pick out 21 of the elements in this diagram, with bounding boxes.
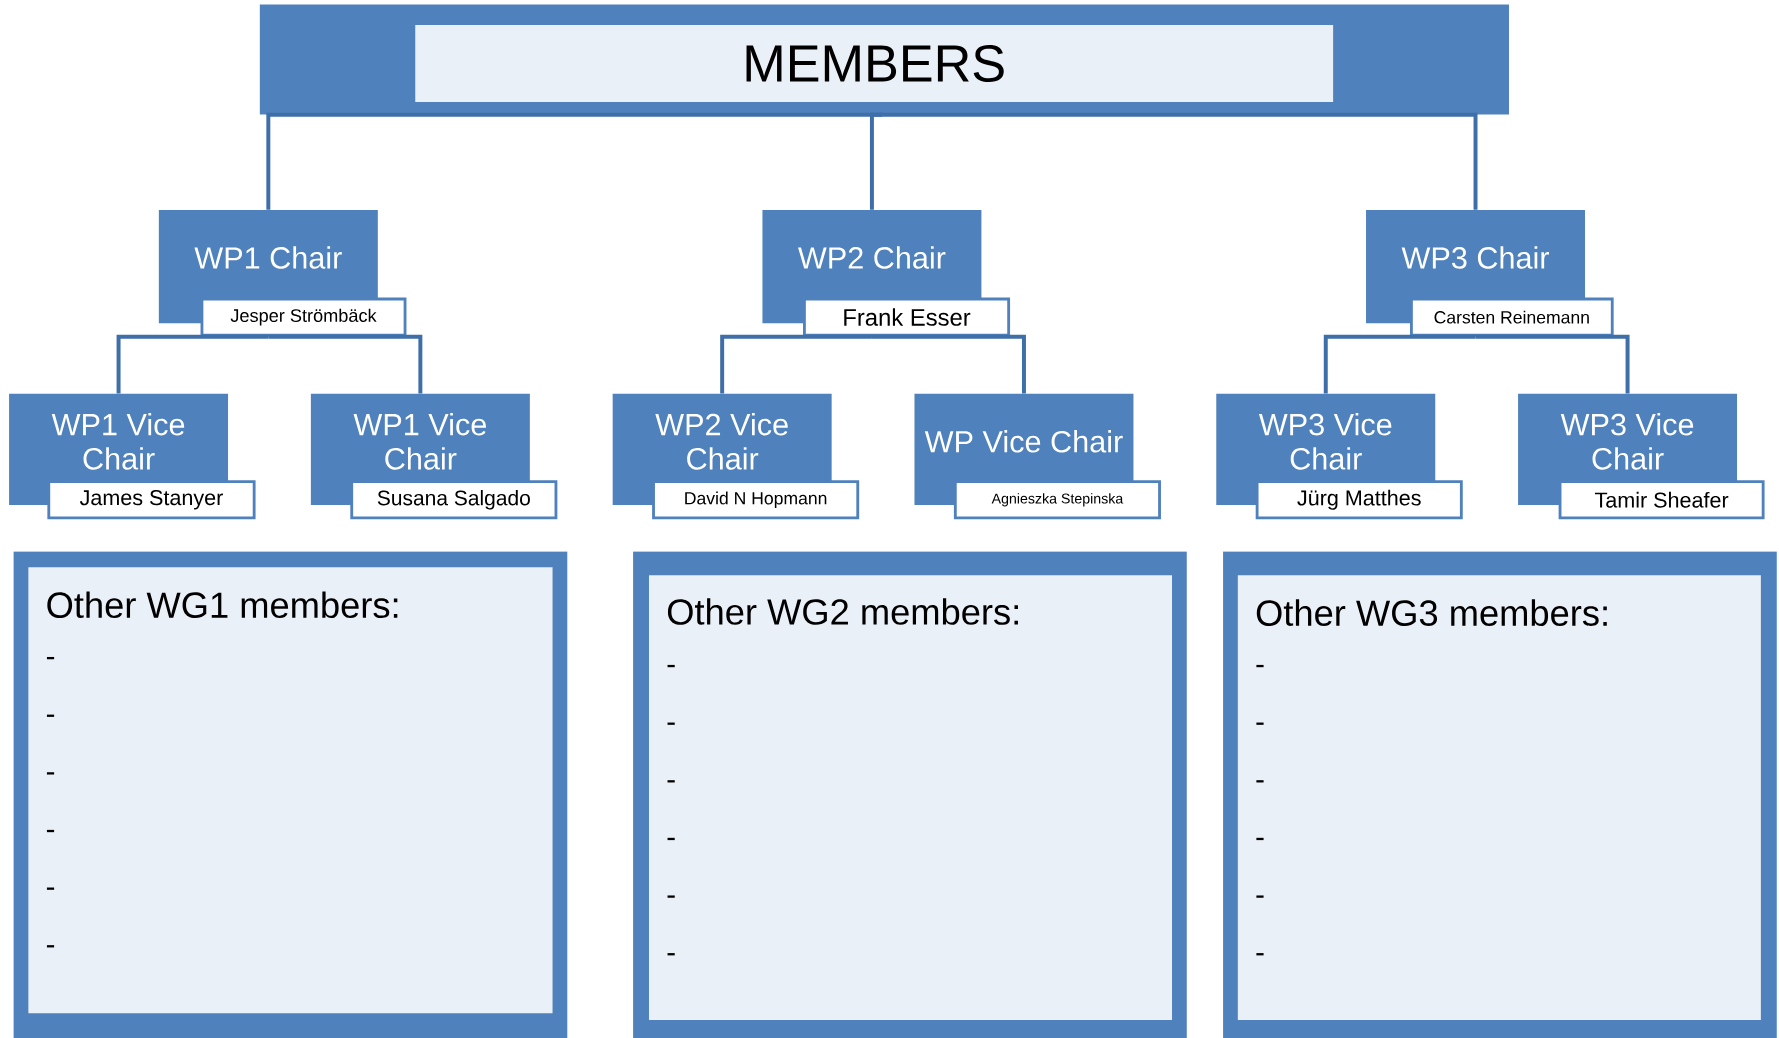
vice-chair-box: WP1 Vice Chair Susana Salgado — [310, 393, 558, 520]
connector — [1323, 334, 1476, 394]
vice-chair-box: WP2 Vice Chair David N Hopmann — [612, 393, 860, 520]
connector — [869, 112, 883, 210]
connector — [1475, 334, 1630, 394]
member-list-box: Other WG1 members: - - - - - - — [13, 551, 568, 1038]
vice-chair-box: WP Vice Chair Agnieszka Stepinska — [914, 393, 1161, 520]
connector — [871, 334, 1026, 394]
connector — [882, 112, 1478, 210]
vice-chair-box: WP3 Vice Chair Tamir Sheafer — [1518, 393, 1765, 520]
vice-chair-box: WP3 Vice Chair Jürg Matthes — [1216, 393, 1463, 520]
member-list-box: Other WG2 members: - - - - - - — [633, 551, 1187, 1038]
vice-chair-box: WP1 Vice Chair James Stanyer — [9, 393, 256, 520]
chair-box: WP2 Chair Frank Esser — [762, 209, 1011, 337]
title-band: MEMBERS — [259, 4, 1509, 115]
connector — [268, 334, 423, 394]
chair-box: WP1 Chair Jesper Strömbäck — [158, 209, 407, 337]
connector — [720, 334, 872, 394]
connector — [116, 334, 269, 394]
chair-box: WP3 Chair Carsten Reinemann — [1366, 209, 1614, 337]
member-list-box: Other WG3 members: - - - - - - — [1223, 551, 1777, 1038]
